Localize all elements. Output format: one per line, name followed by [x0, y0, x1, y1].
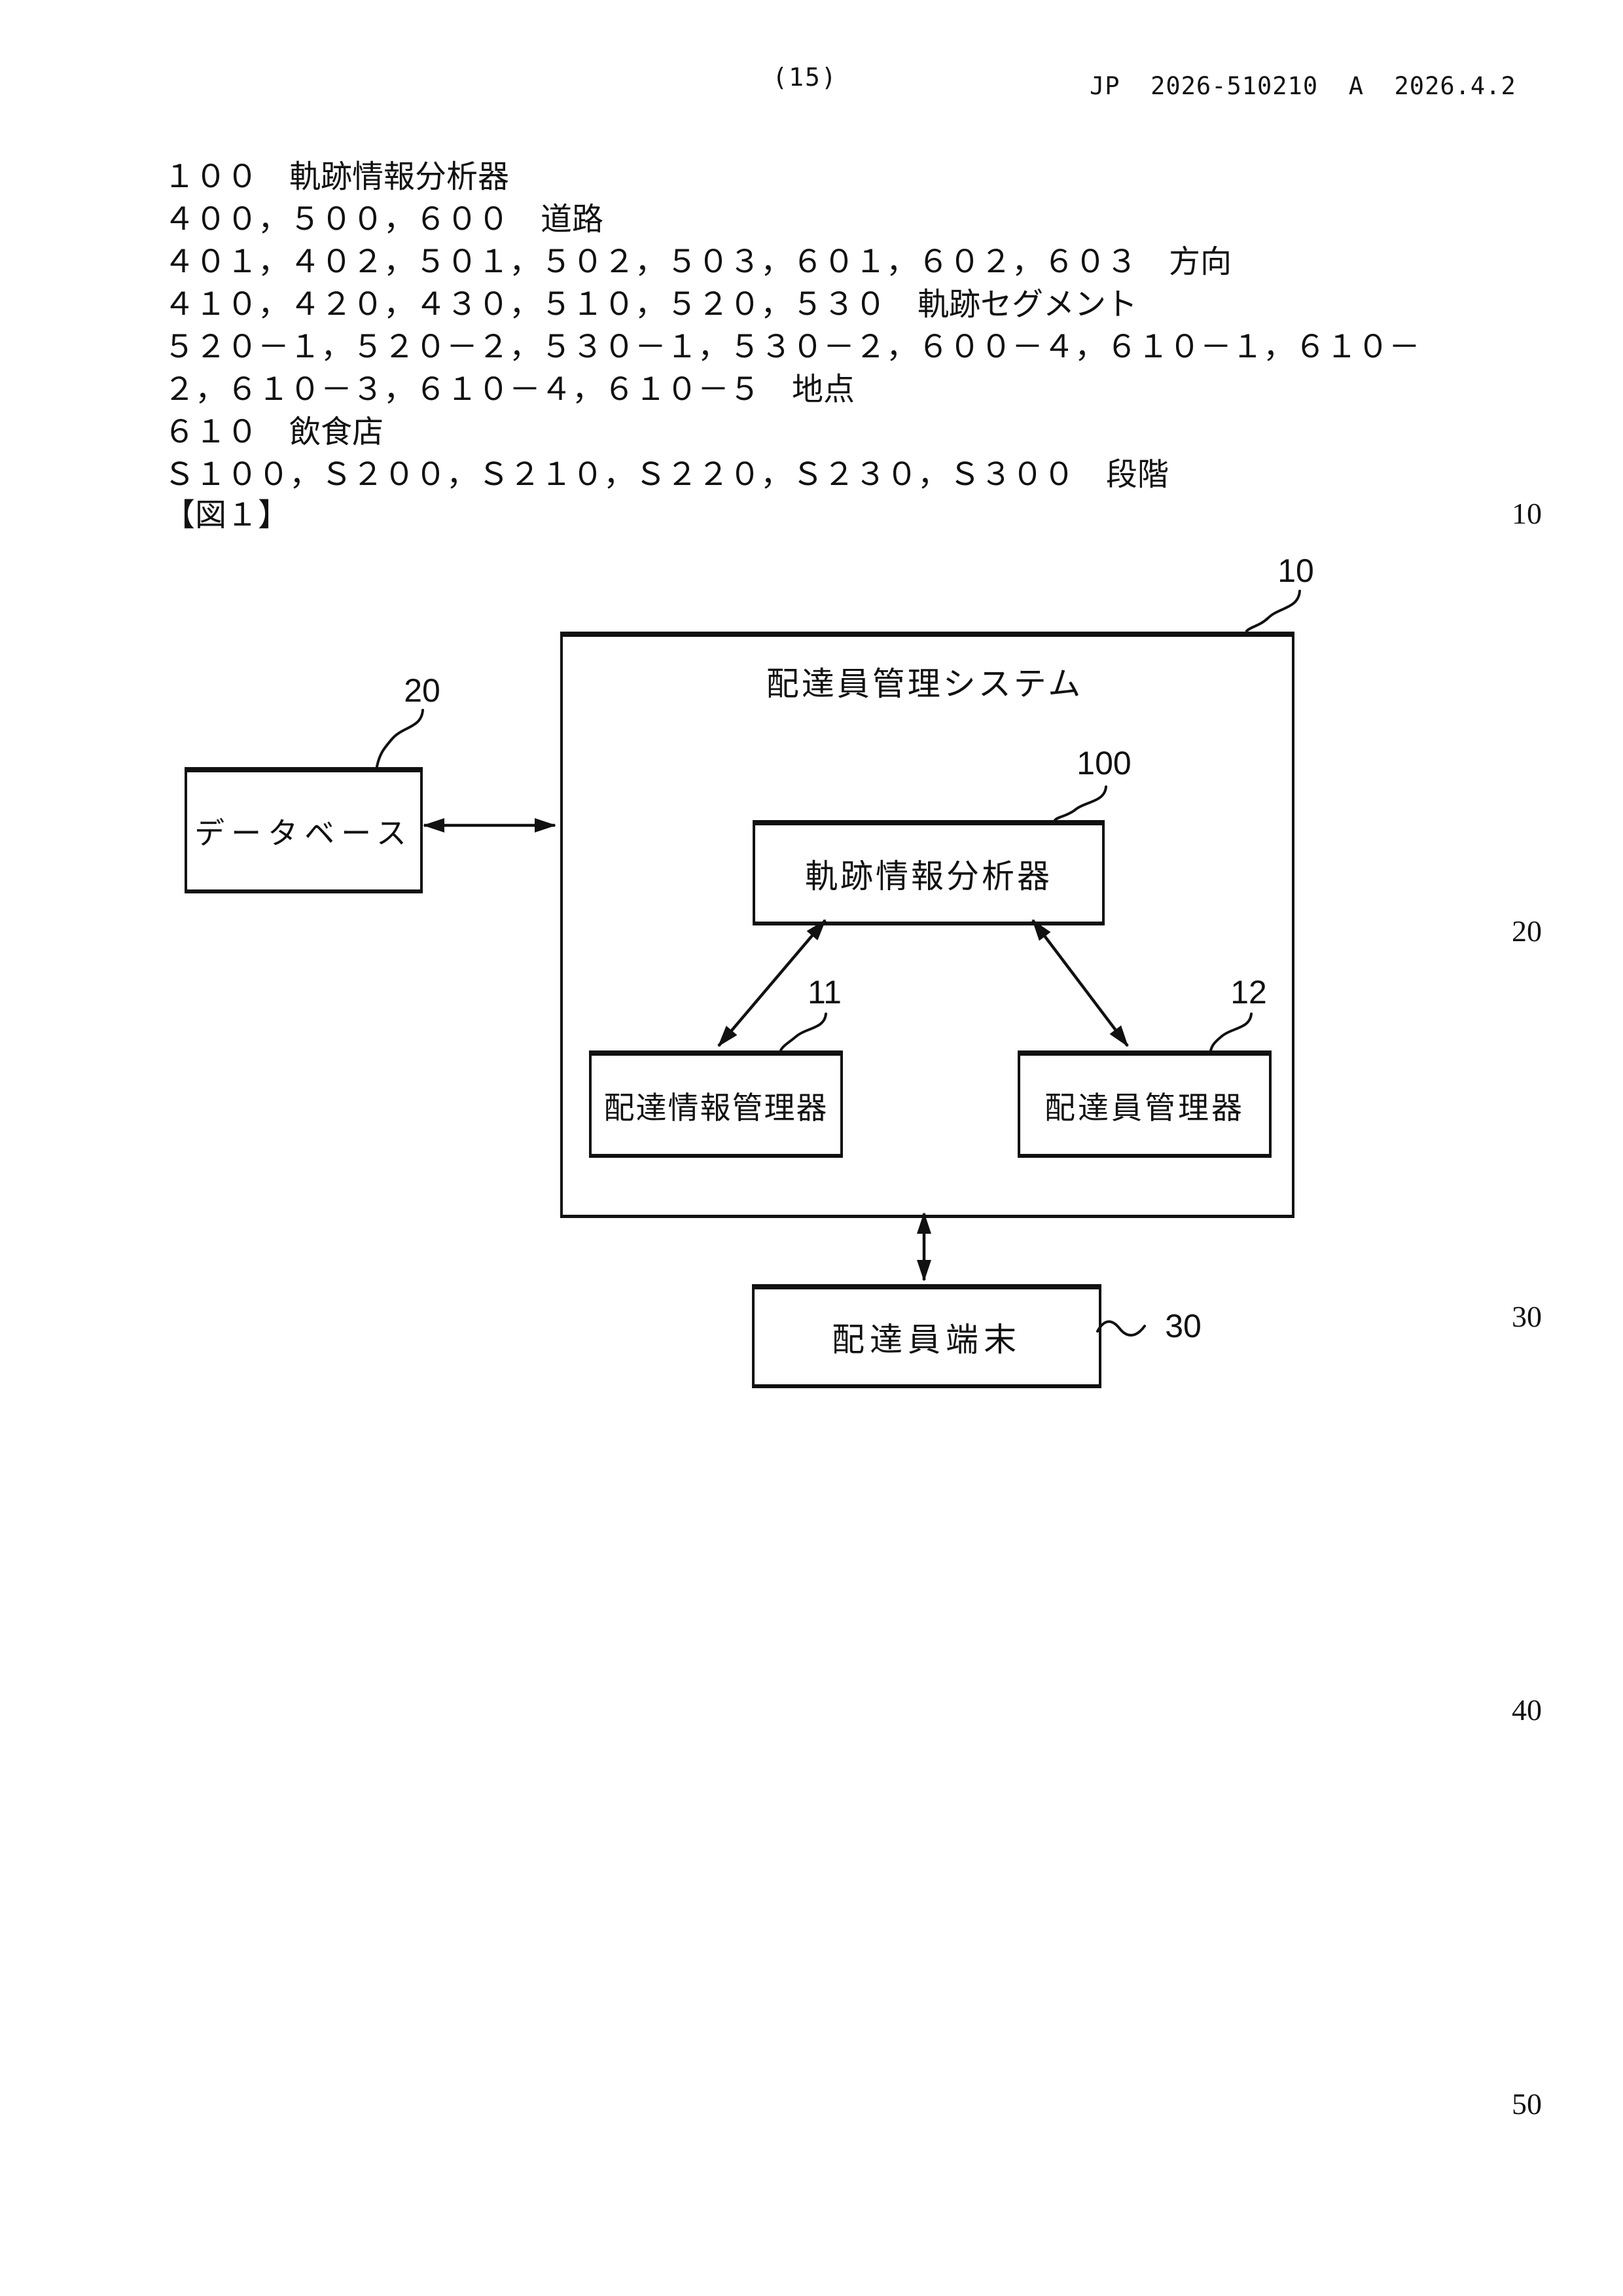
page-number: (15) [772, 63, 838, 92]
ref-label-100: 100 [1077, 745, 1132, 781]
courier-terminal-box: 配達員端末 [752, 1284, 1101, 1388]
reference-line: ４００，５００，６００ 道路 [164, 202, 604, 237]
ref-label-20: 20 [404, 672, 440, 709]
analyzer-box-label: 軌跡情報分析器 [805, 857, 1052, 895]
delivery-info-manager-box: 配達情報管理器 [589, 1050, 843, 1158]
courier-terminal-box-label: 配達員端末 [832, 1321, 1022, 1358]
ref-label-12: 12 [1230, 974, 1267, 1011]
leader-line-12 [1209, 1013, 1253, 1052]
reference-line: ４０１，４０２，５０１，５０２，５０３，６０１，６０２，６０３ 方向 [164, 245, 1232, 279]
arrow-analyzer-delivery-info [717, 919, 827, 1047]
reference-line: １００ 軌跡情報分析器 [164, 160, 510, 194]
reference-line: ６１０ 飲食店 [164, 415, 384, 450]
margin-line-number-10: 10 [1512, 497, 1542, 530]
database-box: データベース [185, 767, 423, 893]
leader-line-10 [1245, 590, 1301, 632]
margin-line-number-40: 40 [1512, 1693, 1542, 1727]
leader-line-100 [1054, 785, 1107, 821]
leader-squiggle-30 [1096, 1320, 1146, 1336]
margin-line-number-50: 50 [1512, 2087, 1542, 2121]
reference-line: Ｓ１００，Ｓ２００，Ｓ２１０，Ｓ２２０，Ｓ２３０，Ｓ３００ 段階 [164, 457, 1169, 492]
database-box-label: データベース [194, 816, 413, 850]
reference-line: ４１０，４２０，４３０，５１０，５２０，５３０ 軌跡セグメント [164, 287, 1138, 322]
reference-numeral-list: １００ 軌跡情報分析器 ４００，５００，６００ 道路 ４０１，４０２，５０１，５… [164, 156, 1459, 496]
courier-manager-box-label: 配達員管理器 [1044, 1091, 1245, 1126]
leader-line-20 [376, 709, 424, 768]
ref-label-10: 10 [1277, 552, 1314, 589]
delivery-info-manager-box-label: 配達情報管理器 [603, 1091, 829, 1126]
arrow-analyzer-courier-manager [1031, 919, 1129, 1047]
analyzer-box: 軌跡情報分析器 [753, 820, 1105, 925]
courier-manager-box: 配達員管理器 [1018, 1050, 1272, 1158]
leader-line-11 [779, 1013, 827, 1052]
figure-caption: 【図１】 [164, 498, 290, 533]
margin-line-number-30: 30 [1512, 1300, 1542, 1333]
ref-label-30: 30 [1165, 1308, 1202, 1344]
reference-line: ５２０－１，５２０－２，５３０－１，５３０－２，６００－４，６１０－１，６１０－ [164, 330, 1421, 365]
reference-line: ２，６１０－３，６１０－４，６１０－５ 地点 [164, 372, 855, 407]
margin-line-number-20: 20 [1512, 914, 1542, 948]
system-box-label: 配達員管理システム [766, 666, 1084, 702]
